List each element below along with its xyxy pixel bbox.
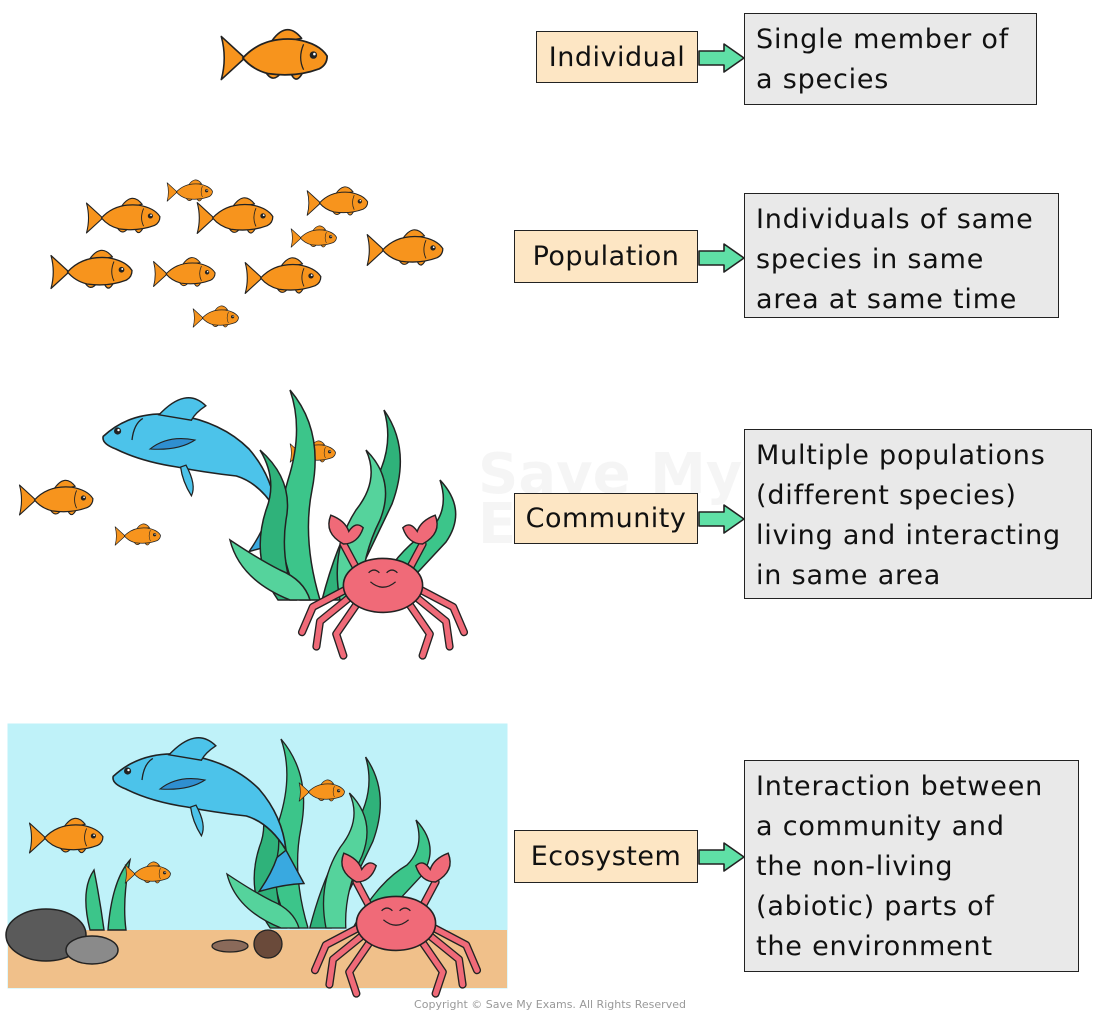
community-organisms: [18, 389, 464, 656]
definition-community: Multiple populations (different species)…: [744, 429, 1092, 599]
label-population: Population: [514, 230, 698, 283]
arrow-right-icon: [698, 504, 745, 534]
population-school-of-goldfish: [50, 179, 444, 328]
label-individual: Individual: [536, 31, 698, 83]
definition-individual: Single member of a species: [744, 13, 1037, 105]
arrow-right-icon: [698, 842, 745, 872]
individual-goldfish: [220, 28, 329, 81]
definition-population: Individuals of same species in same area…: [744, 193, 1059, 318]
arrow-right-icon: [698, 243, 745, 273]
copyright-notice: Copyright © Save My Exams. All Rights Re…: [414, 998, 686, 1011]
definition-ecosystem: Interaction between a community and the …: [744, 760, 1079, 972]
label-ecosystem: Ecosystem: [514, 830, 698, 883]
label-community: Community: [514, 493, 698, 544]
ecosystem-scene: [5, 723, 508, 994]
arrow-right-icon: [698, 43, 745, 73]
